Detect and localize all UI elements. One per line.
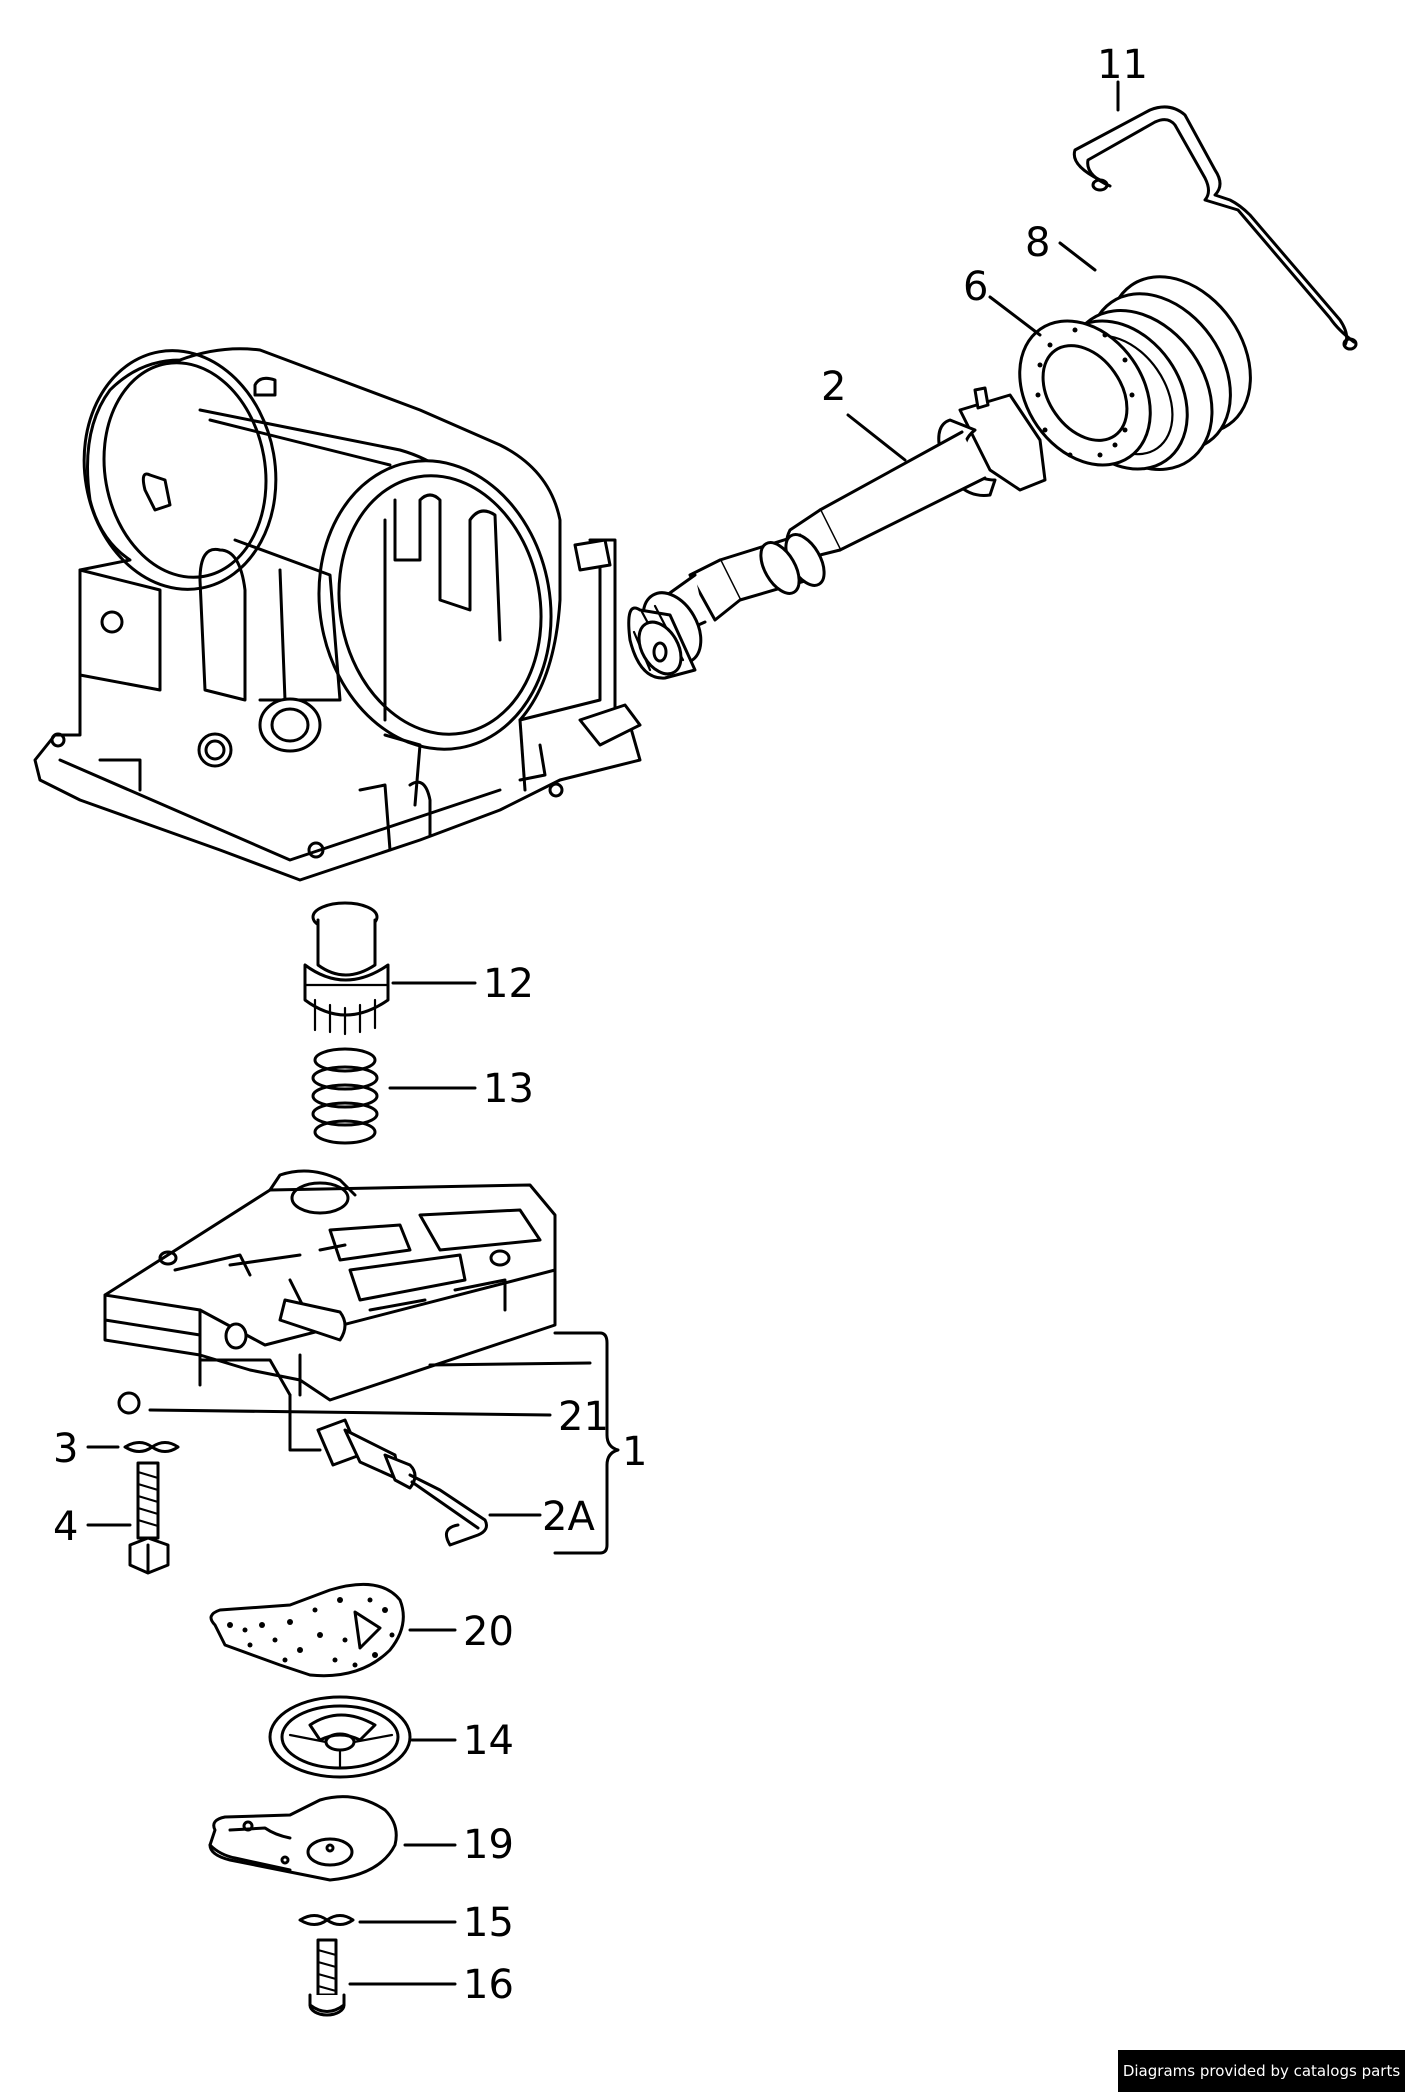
part-19-cover (208, 1795, 457, 1882)
leader-6 (988, 295, 1042, 337)
callout-3: 3 (53, 1426, 78, 1472)
part-13-spring (311, 1047, 477, 1145)
part-21-ring (117, 1391, 552, 1417)
credit-text: Diagrams provided by catalogs parts (1122, 2062, 1401, 2080)
part-4-bolt (86, 1461, 170, 1575)
callout-2: 2 (821, 364, 846, 410)
callout-1: 1 (622, 1429, 647, 1475)
part-2a-harness (316, 1418, 542, 1547)
part-16-screw (308, 1938, 457, 2017)
part-2-shaft (627, 386, 1047, 680)
part-11-pipe (1072, 105, 1358, 351)
part-3-washer (86, 1441, 180, 1453)
callout-4: 4 (53, 1504, 78, 1550)
leader-2 (846, 413, 907, 462)
callout-20: 20 (463, 1609, 514, 1655)
callout-14: 14 (463, 1718, 514, 1764)
part-12-filter (303, 901, 477, 1036)
leader-1-upper (428, 1361, 592, 1367)
leader-8 (1058, 241, 1097, 272)
callout-13: 13 (483, 1066, 534, 1112)
part-20-gasket-plate (209, 1582, 457, 1678)
valve-body (103, 1169, 557, 1452)
callout-21: 21 (558, 1394, 609, 1440)
callout-12: 12 (483, 961, 534, 1007)
callout-8: 8 (1025, 220, 1050, 266)
bracket-group-1 (553, 1331, 620, 1555)
callout-16: 16 (463, 1962, 514, 2008)
callout-2a: 2A (542, 1494, 595, 1540)
callout-6: 6 (963, 264, 988, 310)
credit-banner: Diagrams provided by catalogs parts (1118, 2050, 1405, 2092)
part-14-screen (268, 1695, 457, 1779)
callout-15: 15 (463, 1900, 514, 1946)
part-6-gasket (1018, 319, 1152, 467)
transmission-housing (33, 347, 642, 882)
part-15-washer (298, 1914, 457, 1926)
callout-11: 11 (1097, 42, 1148, 88)
callout-19: 19 (463, 1822, 514, 1868)
